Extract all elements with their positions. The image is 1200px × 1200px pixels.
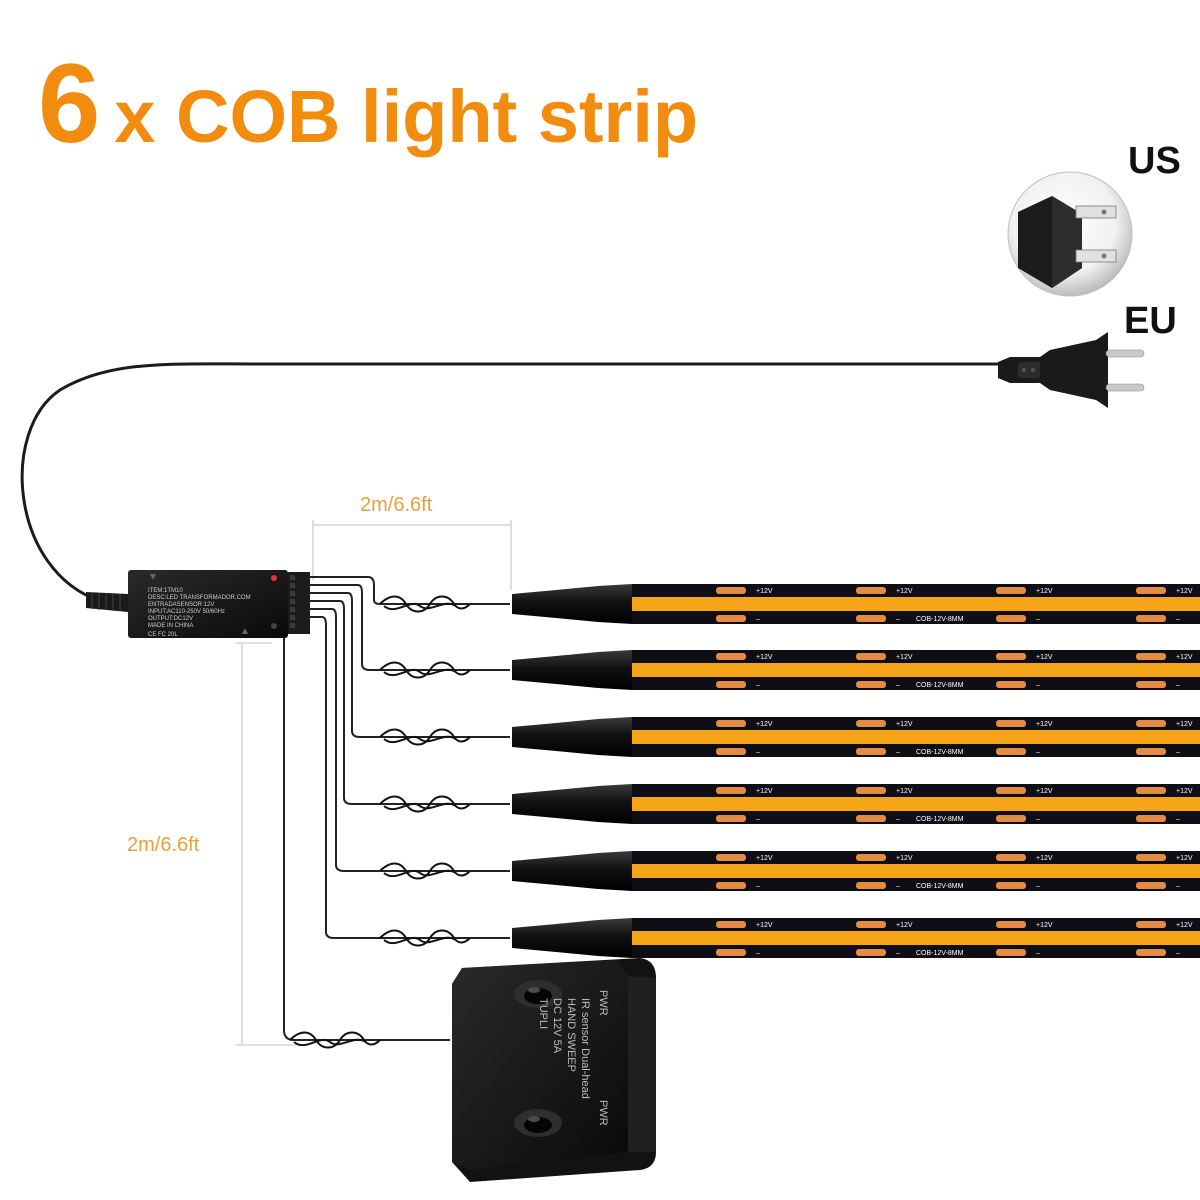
strip-positive-label: +12V xyxy=(1176,654,1193,661)
strip-negative-label: – xyxy=(756,950,760,957)
strip-positive-label: +12V xyxy=(756,855,773,862)
strip-negative-label: – xyxy=(1036,749,1040,756)
strip-model-label: COB-12V-8MM xyxy=(916,883,964,890)
sensor-eye-icon xyxy=(514,1109,562,1137)
strip-negative-label: – xyxy=(1176,682,1180,689)
controller-box: ITEM:1TM10 DESC:LED TRANSFORMADOR.COM EN… xyxy=(128,570,310,638)
controller-label-1: ITEM:1TM10 xyxy=(148,588,183,594)
strip-negative-label: – xyxy=(756,616,760,623)
sensor-label-2: HAND SWEEP xyxy=(565,998,577,1072)
strip-4: +12V +12V +12V +12V – – – – COB-12V-8MM xyxy=(512,784,1200,824)
sensor-mark-bottom: PWR xyxy=(597,1100,609,1126)
strip-positive-label: +12V xyxy=(1036,922,1053,929)
strip-model-label: COB-12V-8MM xyxy=(916,749,964,756)
eu-plug-icon xyxy=(998,332,1144,408)
strip-positive-label: +12V xyxy=(1036,855,1053,862)
controller-label-2: DESC:LED TRANSFORMADOR.COM xyxy=(148,595,251,601)
us-plug-icon xyxy=(1008,172,1132,296)
strip-positive-label: +12V xyxy=(1176,721,1193,728)
hand-sweep-sensor: IR sensor Dual-head HAND SWEEP DC 12V 5A… xyxy=(452,958,656,1182)
strip-negative-label: – xyxy=(756,883,760,890)
strip-positive-label: +12V xyxy=(756,922,773,929)
strip-positive-label: +12V xyxy=(1036,654,1053,661)
strip-positive-label: +12V xyxy=(1036,588,1053,595)
strip-positive-label: +12V xyxy=(896,654,913,661)
strip-positive-label: +12V xyxy=(896,721,913,728)
strip-negative-label: – xyxy=(896,616,900,623)
controller-marks: CE FC 20L xyxy=(148,632,178,638)
strip-positive-label: +12V xyxy=(896,855,913,862)
controller-label-6: MADE IN CHINA xyxy=(148,623,193,629)
strip-negative-label: – xyxy=(756,749,760,756)
strip-1: +12V +12V +12V +12V – – – – COB-12V-8MM xyxy=(512,584,1200,624)
strip-negative-label: – xyxy=(1036,816,1040,823)
sensor-wire xyxy=(284,632,450,1040)
strip-negative-label: – xyxy=(1176,749,1180,756)
strip-negative-label: – xyxy=(1176,950,1180,957)
strip-negative-label: – xyxy=(1176,883,1180,890)
strip-model-label: COB-12V-8MM xyxy=(916,682,964,689)
strip-positive-label: +12V xyxy=(1176,788,1193,795)
strip-negative-label: – xyxy=(756,816,760,823)
strip-negative-label: – xyxy=(896,682,900,689)
strip-model-label: COB-12V-8MM xyxy=(916,816,964,823)
strip-negative-label: – xyxy=(896,883,900,890)
strip-negative-label: – xyxy=(896,816,900,823)
strip-positive-label: +12V xyxy=(896,788,913,795)
sensor-label-4: TUPLI xyxy=(537,998,549,1029)
strip-negative-label: – xyxy=(1036,950,1040,957)
strip-6: +12V +12V +12V +12V – – – – COB-12V-8MM xyxy=(512,918,1200,958)
strip-positive-label: +12V xyxy=(756,588,773,595)
sensor-label-3: DC 12V 5A xyxy=(551,998,563,1054)
strip-negative-label: – xyxy=(896,950,900,957)
strip-3: +12V +12V +12V +12V – – – – COB-12V-8MM xyxy=(512,717,1200,757)
strip-positive-label: +12V xyxy=(1036,788,1053,795)
controller-label-4: INPUT:AC110-250V 50/60Hz xyxy=(148,609,225,615)
strip-positive-label: +12V xyxy=(756,788,773,795)
strip-wires xyxy=(308,577,510,938)
sensor-label-1: IR sensor Dual-head xyxy=(579,998,591,1099)
strip-positive-label: +12V xyxy=(756,721,773,728)
strip-negative-label: – xyxy=(896,749,900,756)
strip-model-label: COB-12V-8MM xyxy=(916,616,964,623)
strip-negative-label: – xyxy=(1036,883,1040,890)
strip-positive-label: +12V xyxy=(756,654,773,661)
coiled-wire-knots xyxy=(290,597,470,1048)
strip-positive-label: +12V xyxy=(1036,721,1053,728)
strip-model-label: COB-12V-8MM xyxy=(916,950,964,957)
strip-positive-label: +12V xyxy=(1176,922,1193,929)
strip-negative-label: – xyxy=(1036,682,1040,689)
strip-negative-label: – xyxy=(1176,816,1180,823)
controller-label-3: ENTRADASENSOR:12V xyxy=(148,602,214,608)
strip-negative-label: – xyxy=(1036,616,1040,623)
strip-positive-label: +12V xyxy=(1176,588,1193,595)
strip-positive-label: +12V xyxy=(896,922,913,929)
sensor-mark-top: PWR xyxy=(597,990,609,1016)
strip-positive-label: +12V xyxy=(896,588,913,595)
strip-positive-label: +12V xyxy=(1176,855,1193,862)
strip-negative-label: – xyxy=(756,682,760,689)
controller-label-5: OUTPUT:DC12V xyxy=(148,616,193,622)
strip-2: +12V +12V +12V +12V – – – – COB-12V-8MM xyxy=(512,650,1200,690)
strip-negative-label: – xyxy=(1176,616,1180,623)
strip-5: +12V +12V +12V +12V – – – – COB-12V-8MM xyxy=(512,851,1200,891)
